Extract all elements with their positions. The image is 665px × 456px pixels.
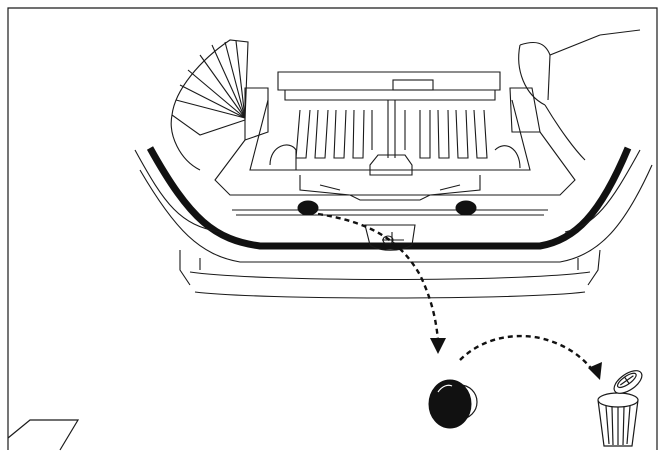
diagram-border bbox=[7, 7, 658, 450]
drain-plug-left bbox=[297, 200, 319, 216]
right-side-trim bbox=[518, 29, 641, 161]
page-corner-marker bbox=[7, 419, 80, 451]
arrow-plug-disposal bbox=[459, 334, 602, 380]
left-side-trim bbox=[170, 39, 249, 171]
rear-cargo-floor bbox=[214, 71, 576, 216]
waste-bin-icon bbox=[597, 370, 643, 447]
drain-plug-right bbox=[455, 200, 477, 216]
arrow-plug-removal bbox=[317, 212, 446, 354]
tailgate-latch bbox=[364, 224, 416, 251]
removed-drain-plug bbox=[428, 379, 478, 429]
bumper-strip bbox=[146, 146, 632, 250]
rear-body-outline bbox=[134, 149, 653, 299]
floor-ribs-left bbox=[295, 109, 373, 159]
floor-ribs-right bbox=[404, 109, 488, 159]
